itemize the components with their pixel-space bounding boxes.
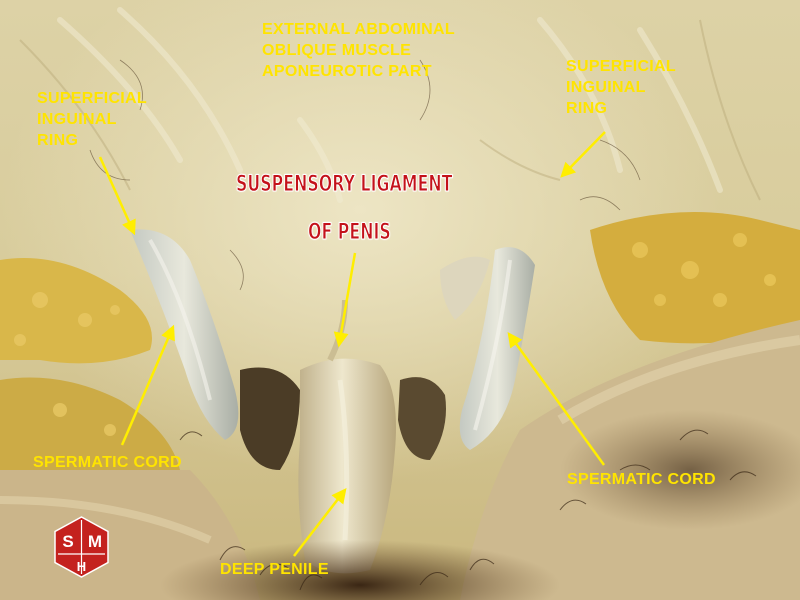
label-line: APONEUROTIC PART: [262, 63, 432, 80]
label-deep-penile: DEEP PENILE: [220, 561, 329, 578]
arrow-ring-left: [98, 156, 136, 236]
label-line: INGUINAL: [566, 79, 646, 96]
label-external-oblique: EXTERNAL ABDOMINAL OBLIQUE MUSCLE APONEU…: [262, 19, 455, 82]
label-superficial-ring-right: SUPERFICIAL INGUINAL RING: [566, 56, 676, 119]
label-line: RING: [37, 132, 79, 149]
label-suspensory-ligament: SUSPENSORY LIGAMENT: [236, 172, 453, 198]
arrow-cord-right: [507, 331, 606, 466]
label-line: RING: [566, 100, 608, 117]
label-of-penis: OF PENIS: [308, 220, 392, 246]
label-superficial-ring-left: SUPERFICIAL INGUINAL RING: [37, 88, 147, 151]
label-line: SUPERFICIAL: [37, 90, 147, 107]
label-spermatic-cord-right: SPERMATIC CORD: [567, 471, 716, 488]
logo-letter: M: [88, 532, 102, 551]
label-line: SUPERFICIAL: [566, 58, 676, 75]
label-spermatic-cord-left: SPERMATIC CORD: [33, 454, 182, 471]
arrow-cord-left: [120, 324, 175, 446]
logo-letter: S: [62, 532, 73, 551]
arrow-deep-penile: [293, 488, 347, 557]
label-line: EXTERNAL ABDOMINAL: [262, 21, 455, 38]
logo-letter: H: [77, 559, 86, 574]
arrow-suspensory: [333, 252, 357, 348]
smh-logo: S M H: [54, 516, 109, 578]
label-line: OBLIQUE MUSCLE: [262, 42, 412, 59]
label-line: INGUINAL: [37, 111, 117, 128]
arrow-ring-right: [560, 131, 606, 178]
